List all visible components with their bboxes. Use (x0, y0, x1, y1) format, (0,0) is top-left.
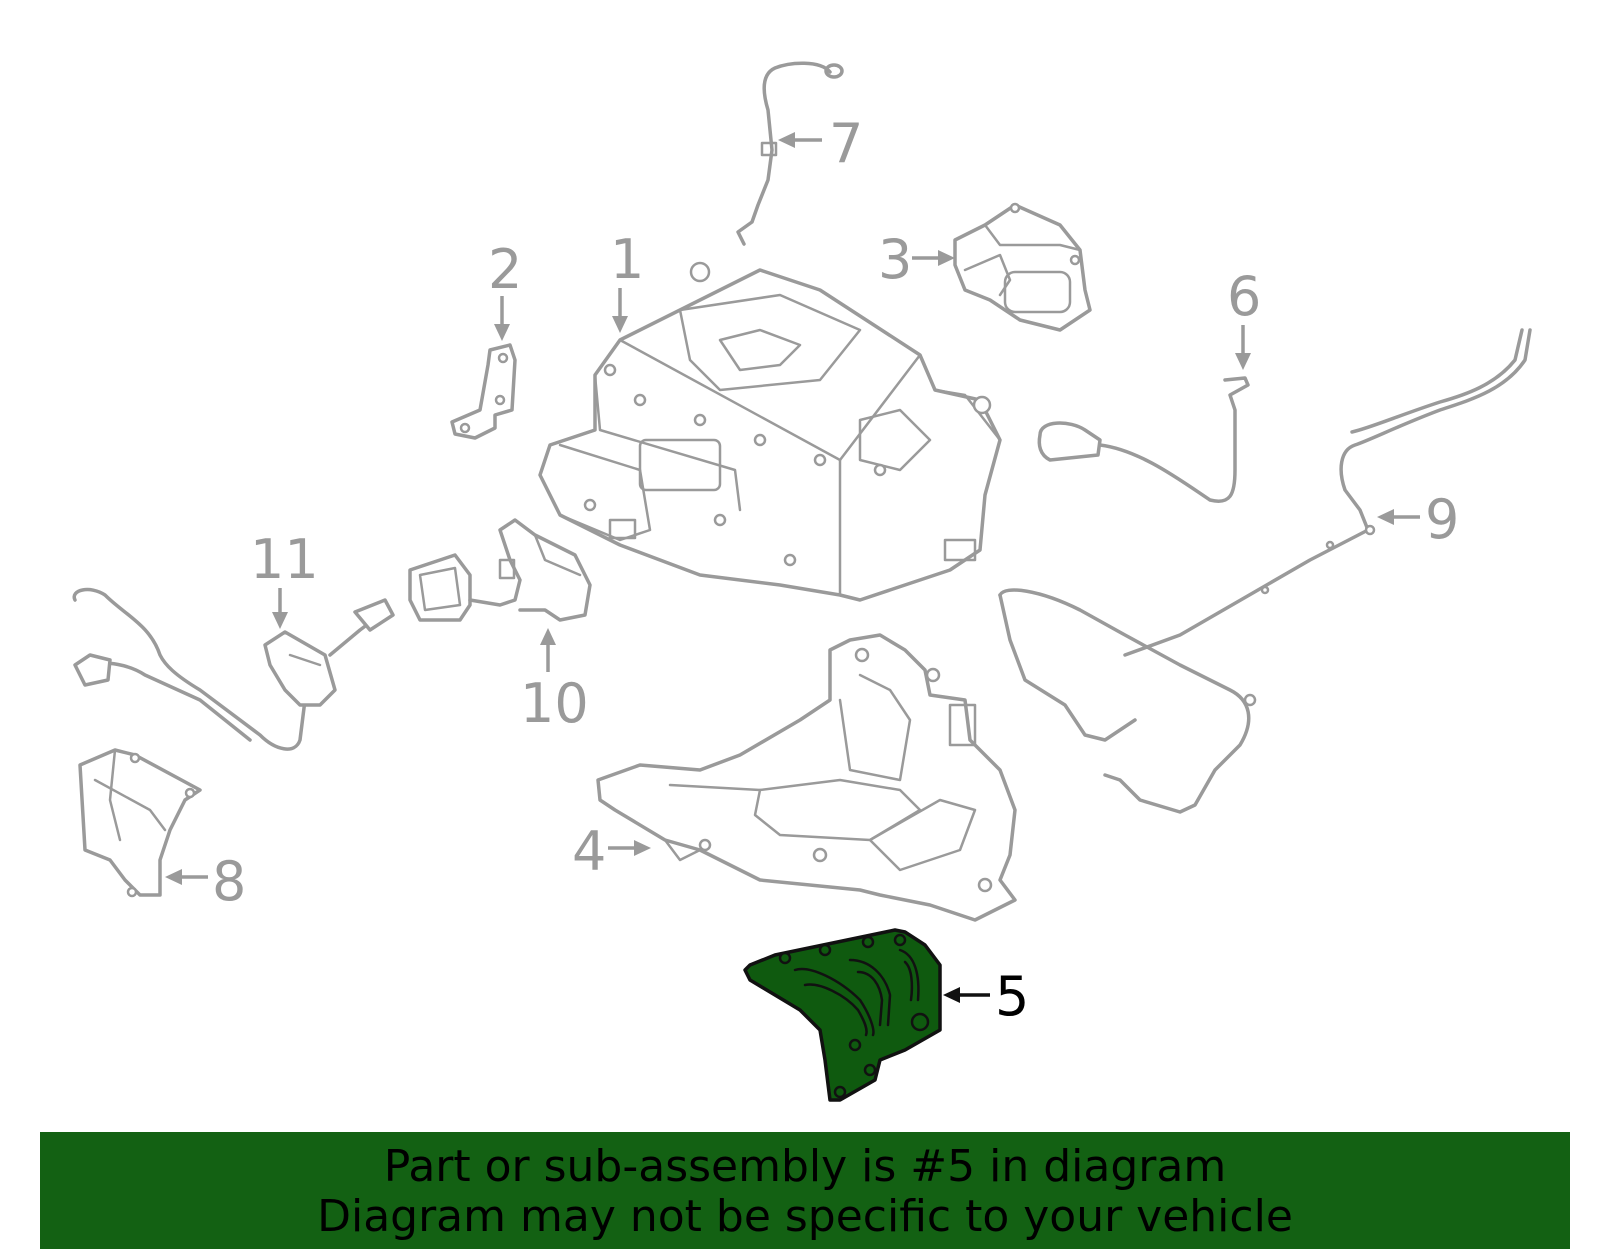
part-5-bracket-highlighted[interactable] (743, 928, 942, 1102)
part-7-cable[interactable] (736, 61, 844, 246)
callout-3: 3 (878, 228, 912, 291)
info-banner: Part or sub-assembly is #5 in diagram Di… (40, 1132, 1570, 1249)
banner-line-1: Part or sub-assembly is #5 in diagram (383, 1141, 1227, 1192)
leader-arrows (165, 132, 1420, 1003)
part-10-connector[interactable] (408, 518, 592, 622)
callout-6: 6 (1227, 265, 1261, 328)
callout-8: 8 (212, 850, 246, 913)
part-4-tray[interactable] (596, 633, 1017, 922)
part-1-inverter-assembly[interactable] (538, 261, 1002, 602)
callout-4: 4 (572, 820, 606, 883)
callout-5: 5 (995, 965, 1029, 1028)
part-8-shield[interactable] (78, 748, 202, 898)
callout-7: 7 (829, 112, 863, 175)
callout-2: 2 (488, 238, 522, 301)
part-2-bracket[interactable] (450, 343, 517, 440)
callout-10: 10 (520, 672, 589, 735)
part-11-harness[interactable] (72, 587, 395, 751)
part-6-cable[interactable] (1037, 376, 1250, 503)
part-3-relay-bracket[interactable] (953, 202, 1092, 332)
callout-9: 9 (1425, 488, 1459, 551)
callout-11: 11 (250, 528, 319, 591)
callout-labels: 1 2 3 4 5 6 7 8 9 10 11 (212, 112, 1459, 1028)
banner-line-2: Diagram may not be specific to your vehi… (317, 1191, 1293, 1242)
callout-1: 1 (610, 228, 644, 291)
part-9-harness[interactable] (998, 328, 1532, 814)
